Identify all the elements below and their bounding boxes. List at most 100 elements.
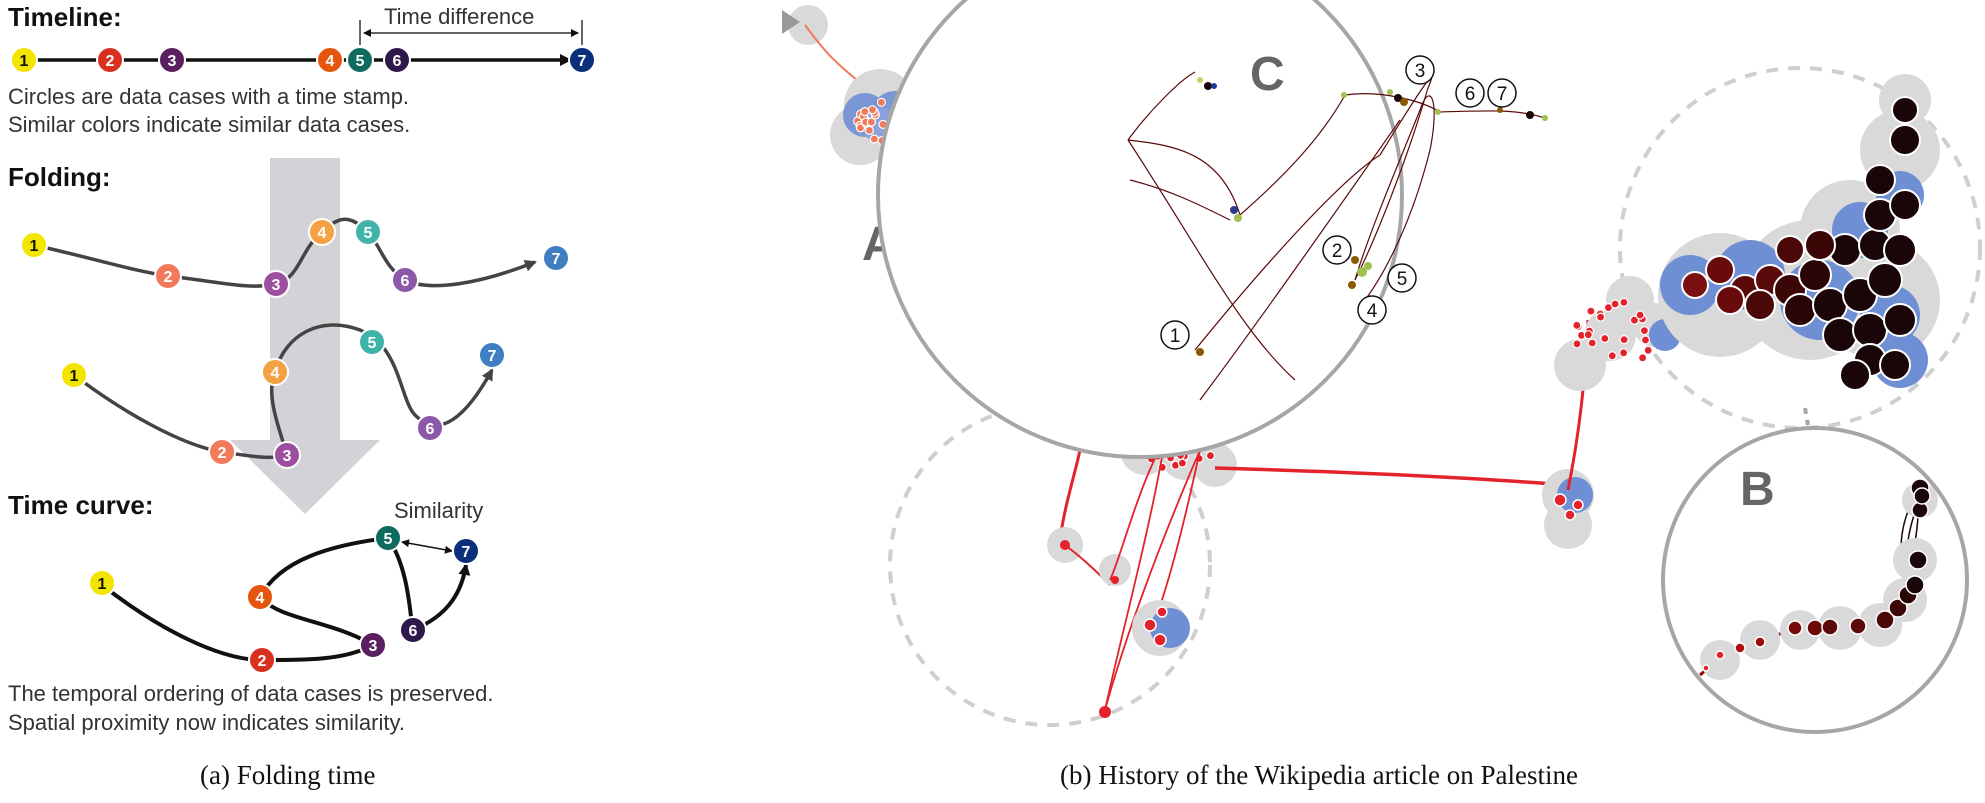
timeline-node-6: 6 <box>383 46 411 74</box>
revision-dot <box>1607 351 1617 361</box>
revision-dot <box>1744 289 1776 321</box>
timeline-node-3: 3 <box>158 46 186 74</box>
revision-dot <box>876 97 887 107</box>
revision-dot <box>1230 206 1238 214</box>
similarity-arrow <box>401 539 453 554</box>
zoom-c-marker-5: 5 <box>1387 263 1417 293</box>
revision-dot <box>1587 338 1597 348</box>
timeline-heading: Timeline: <box>8 2 122 32</box>
folding-2-node-7: 7 <box>478 341 506 369</box>
svg-text:3: 3 <box>1415 61 1426 82</box>
zoom-a-paths <box>1047 424 1201 718</box>
revision-dot <box>1775 235 1805 265</box>
revision-dot <box>1583 330 1593 340</box>
folding-1-node-2: 2 <box>154 262 182 290</box>
svg-text:6: 6 <box>1465 84 1476 105</box>
revision-dot <box>1197 77 1203 83</box>
revision-dot <box>1908 550 1928 570</box>
svg-text:2: 2 <box>258 653 267 670</box>
revision-dot <box>1595 312 1606 322</box>
revision-dot <box>1905 575 1925 595</box>
svg-text:5: 5 <box>364 225 373 242</box>
similarity-label: Similarity <box>394 498 483 523</box>
zoom-b: B <box>1661 426 1969 734</box>
revision-dot <box>1715 650 1725 660</box>
svg-text:1: 1 <box>70 368 79 385</box>
svg-text:2: 2 <box>1332 241 1343 262</box>
revision-dot <box>1629 315 1640 325</box>
svg-text:3: 3 <box>283 448 292 465</box>
folding-1-node-1: 1 <box>20 231 48 259</box>
revision-dot <box>1204 82 1212 90</box>
revision-dot <box>1572 320 1582 330</box>
revision-dot <box>1205 451 1216 461</box>
start-halo <box>788 5 828 45</box>
revision-dot <box>1586 306 1596 316</box>
revision-dot <box>1635 310 1645 320</box>
svg-text:7: 7 <box>462 544 471 561</box>
svg-text:2: 2 <box>164 269 173 286</box>
start-triangle-icon <box>782 10 800 34</box>
revision-dot <box>1497 107 1503 113</box>
svg-text:1: 1 <box>1170 326 1181 347</box>
folding-2-node-5: 5 <box>358 328 386 356</box>
svg-text:2: 2 <box>106 53 115 70</box>
svg-text:1: 1 <box>98 576 107 593</box>
revision-dot <box>1852 312 1888 348</box>
folding-1-node-5: 5 <box>354 218 382 246</box>
revision-dot <box>1526 111 1534 119</box>
zoom-c-marker-1: 1 <box>1160 320 1190 350</box>
revision-dot <box>1196 348 1204 356</box>
revision-dot <box>1804 229 1836 261</box>
svg-text:7: 7 <box>578 53 587 70</box>
folding-2-node-1: 1 <box>60 361 88 389</box>
revision-dot <box>1341 92 1347 98</box>
svg-text:3: 3 <box>168 53 177 70</box>
svg-text:5: 5 <box>356 53 365 70</box>
time-curve-node-7: 7 <box>452 537 480 565</box>
revision-dot <box>1913 487 1931 505</box>
time-curve-node-4: 4 <box>246 583 274 611</box>
revision-dot <box>867 105 878 115</box>
time-curve-node-1: 1 <box>88 569 116 597</box>
halo <box>1818 606 1862 650</box>
folding-1-node-3: 3 <box>262 270 290 298</box>
revision-dot <box>1891 96 1919 124</box>
time-curve-description-2: Spatial proximity now indicates similari… <box>8 710 405 735</box>
svg-text:2: 2 <box>218 445 227 462</box>
svg-text:6: 6 <box>409 623 418 640</box>
svg-text:4: 4 <box>271 365 280 382</box>
revision-dot <box>1348 281 1356 289</box>
time-curve-node-3: 3 <box>359 631 387 659</box>
panel-b: A <box>782 0 1982 790</box>
revision-dot <box>1618 348 1629 358</box>
time-curve-node-6: 6 <box>399 616 427 644</box>
time-curve-3-4 <box>258 595 375 647</box>
folding-arrow <box>230 158 380 514</box>
zoom-c-marker-2: 2 <box>1322 235 1352 265</box>
revision-dot <box>1435 109 1441 115</box>
timeline-node-5: 5 <box>346 46 374 74</box>
zoom-b-region <box>1618 66 1982 430</box>
folding-2-node-6: 6 <box>416 414 444 442</box>
cluster-b <box>1658 74 1940 391</box>
timeline-description-2: Similar colors indicate similar data cas… <box>8 112 410 137</box>
revision-dot <box>1888 598 1908 618</box>
cluster-5 <box>1542 469 1594 549</box>
revision-dot <box>1883 303 1917 337</box>
revision-dot <box>1357 267 1367 277</box>
svg-text:1: 1 <box>30 238 39 255</box>
revision-dot <box>1619 297 1629 307</box>
revision-dot <box>1715 285 1745 315</box>
revision-dot <box>1610 299 1620 309</box>
revision-dot <box>1702 664 1710 672</box>
revision-dot <box>1821 618 1839 636</box>
timeline-node-7: 7 <box>568 46 596 74</box>
folding-nodes-2: 1 2 3 4 5 6 7 <box>60 328 506 469</box>
svg-text:5: 5 <box>368 335 377 352</box>
label-b: B <box>1740 463 1775 516</box>
svg-text:4: 4 <box>256 590 265 607</box>
label-c: C <box>1250 48 1285 101</box>
